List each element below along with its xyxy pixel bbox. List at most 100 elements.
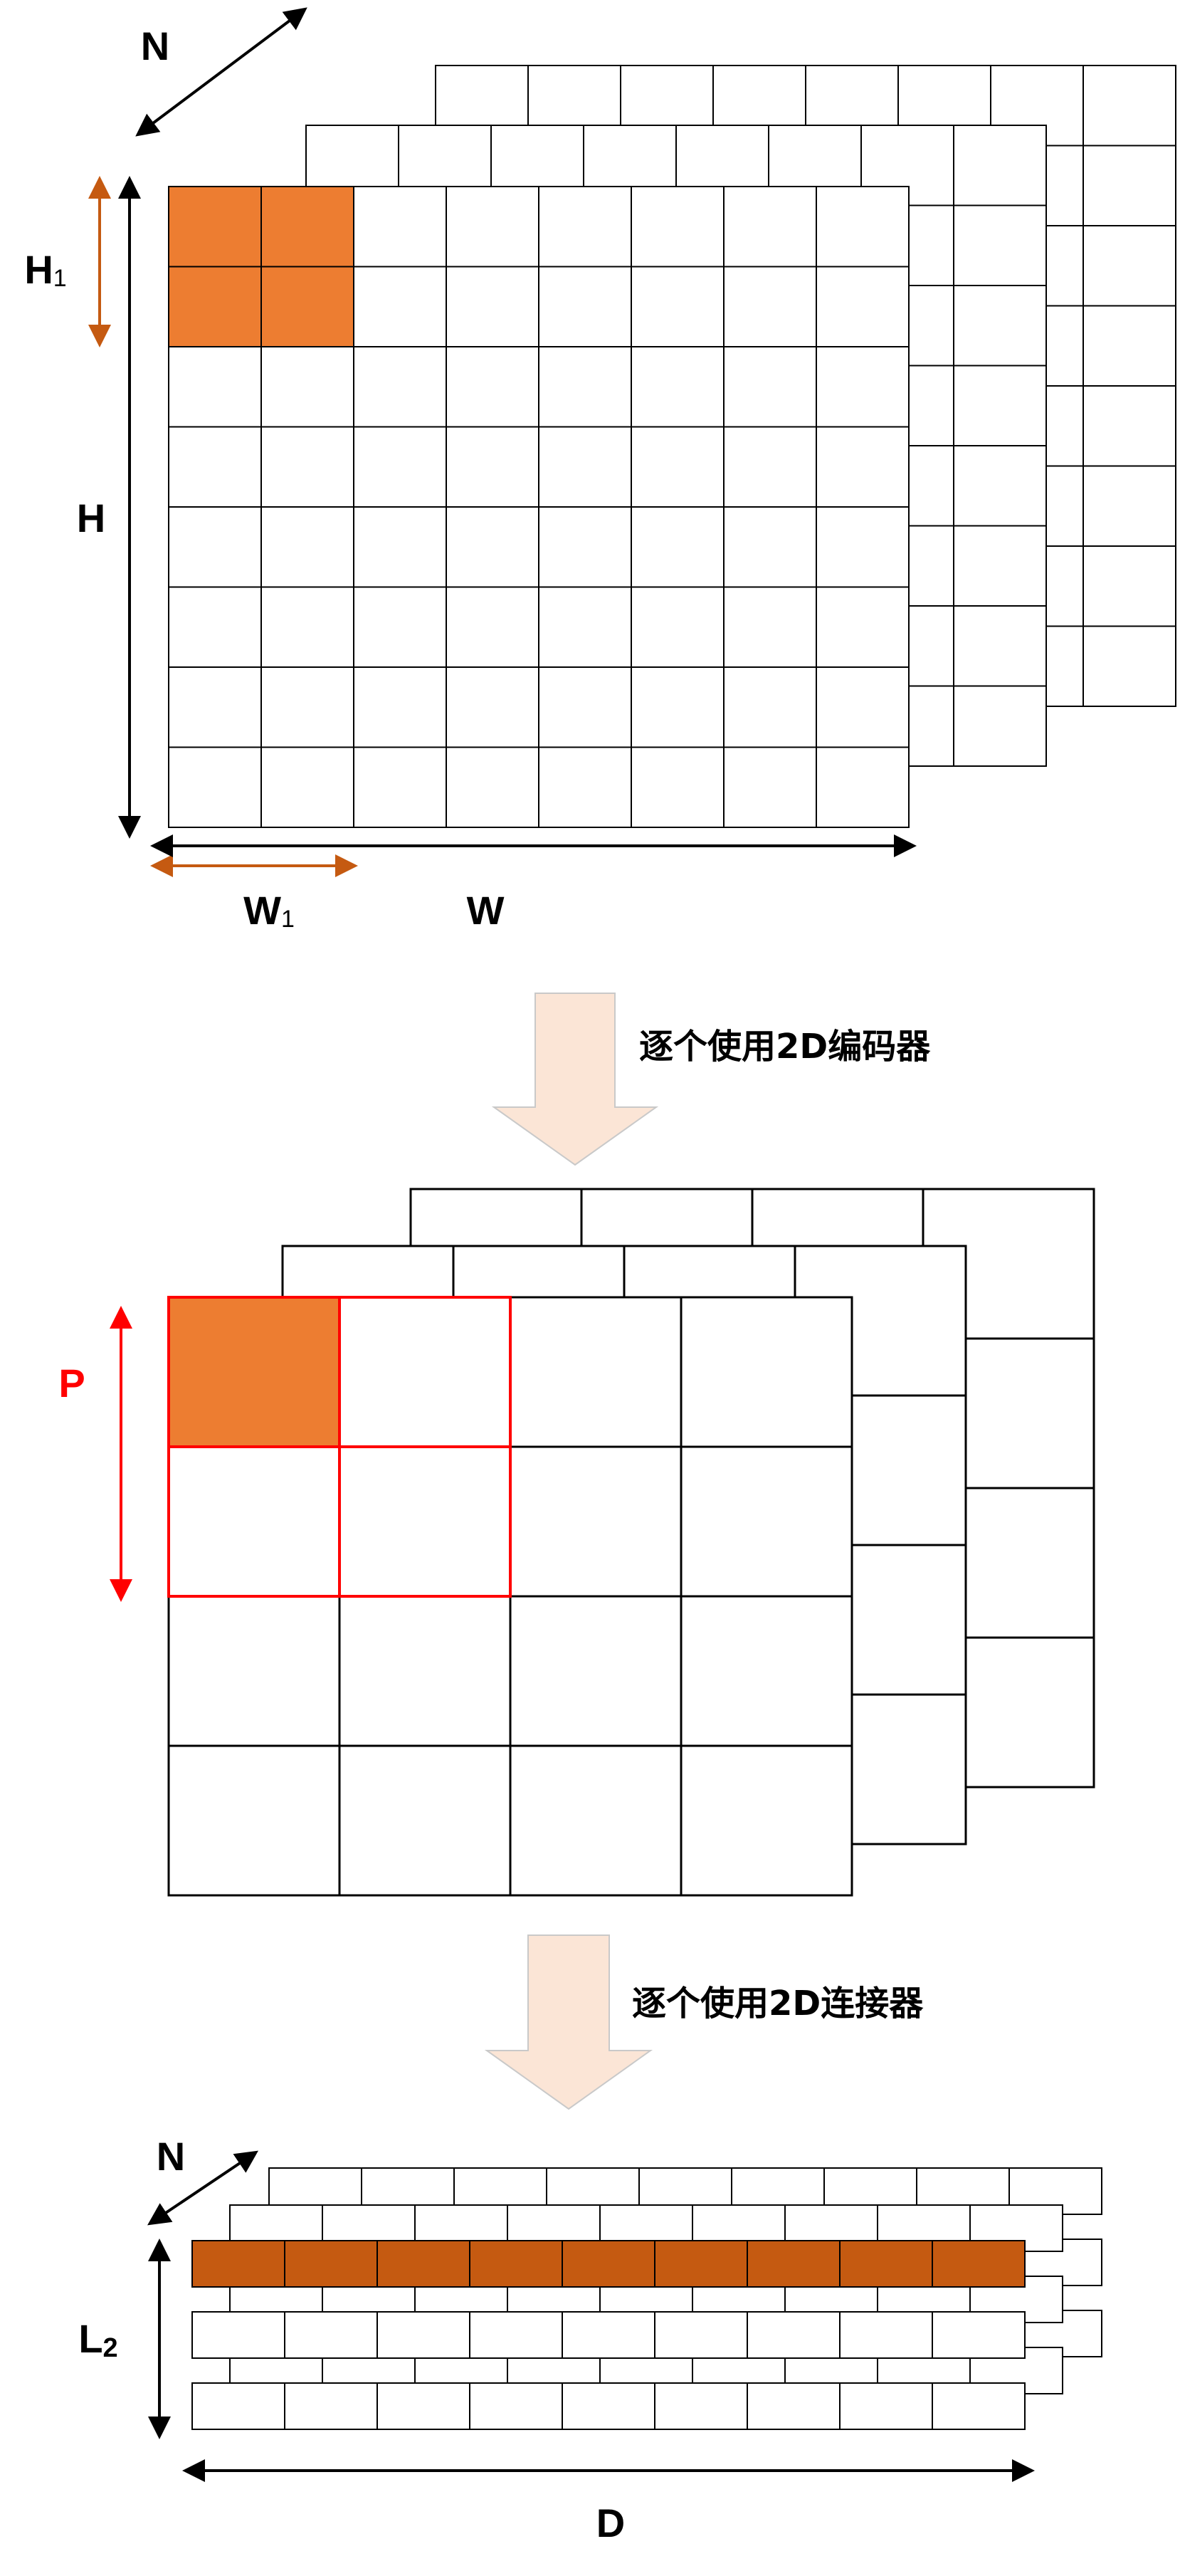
grid-cell (538, 666, 632, 748)
highlighted-cell (260, 186, 354, 268)
token-cell (376, 2382, 470, 2430)
grid-cell (353, 186, 447, 268)
grid-cell (631, 426, 725, 508)
grid-cell (1082, 465, 1176, 547)
token-cell (284, 2311, 378, 2359)
front-layer (167, 1296, 853, 1897)
process-arrow-1 (491, 993, 659, 1166)
grid-cell (1082, 385, 1176, 467)
token-cell (562, 2382, 655, 2430)
token-cell (191, 2311, 285, 2359)
patch-cell (338, 1445, 512, 1598)
grid-cell (680, 1445, 853, 1598)
input-feature-grids (168, 65, 1176, 828)
grid-cell (816, 426, 910, 508)
grid-cell (816, 506, 910, 588)
n-axis-arrow-top (135, 7, 307, 137)
l2-label: L2 (78, 2316, 117, 2363)
grid-cell (260, 506, 354, 588)
grid-cell (446, 346, 539, 428)
highlighted-cell (168, 266, 262, 347)
connected-token-rows (191, 2167, 1102, 2430)
w1-main: W (243, 888, 281, 933)
n-label-bottom: N (157, 2134, 185, 2179)
grid-cell (723, 506, 817, 588)
encoded-patch-grids (167, 1188, 1095, 1897)
grid-cell (260, 426, 354, 508)
grid-cell (509, 1296, 683, 1448)
front-layer (168, 186, 910, 828)
w-label: W (467, 888, 505, 933)
patch-cell (338, 1296, 512, 1448)
grid-cell (1082, 225, 1176, 307)
grid-cell (723, 666, 817, 748)
token-cell (469, 2382, 563, 2430)
grid-cell (631, 506, 725, 588)
grid-cell (953, 685, 1047, 767)
grid-cell (446, 666, 539, 748)
token-cell (654, 2311, 748, 2359)
grid-cell (953, 605, 1047, 687)
highlighted-patch-cell (167, 1296, 341, 1448)
grid-cell (167, 1595, 341, 1747)
grid-cell (816, 266, 910, 347)
step1-label: 逐个使用2D编码器 (639, 1027, 931, 1067)
grid-cell (631, 666, 725, 748)
grid-cell (353, 346, 447, 428)
grid-cell (353, 426, 447, 508)
grid-cell (723, 266, 817, 347)
grid-cell (260, 346, 354, 428)
n-label-top: N (141, 23, 169, 68)
h1-label: H1 (24, 247, 66, 292)
token-cell (839, 2311, 933, 2359)
grid-cell (816, 746, 910, 828)
grid-cell (680, 1595, 853, 1747)
grid-cell (168, 666, 262, 748)
grid-cell (953, 445, 1047, 527)
grid-cell (353, 506, 447, 588)
grid-cell (680, 1296, 853, 1448)
grid-cell (631, 346, 725, 428)
grid-cell (953, 525, 1047, 607)
grid-cell (1082, 145, 1176, 226)
grid-cell (446, 506, 539, 588)
grid-cell (168, 426, 262, 508)
token-cell (747, 2382, 841, 2430)
grid-cell (338, 1744, 512, 1897)
grid-cell (168, 746, 262, 828)
token-cell (191, 2382, 285, 2430)
grid-cell (509, 1744, 683, 1897)
grid-cell (538, 266, 632, 347)
token-cell (747, 2311, 841, 2359)
grid-cell (631, 266, 725, 347)
token-cell (654, 2382, 748, 2430)
token-cell (839, 2382, 933, 2430)
token-cell (562, 2311, 655, 2359)
grid-cell (953, 125, 1047, 206)
grid-cell (446, 746, 539, 828)
h-label: H (77, 496, 105, 540)
grid-cell (338, 1595, 512, 1747)
grid-cell (1082, 305, 1176, 387)
grid-cell (538, 586, 632, 668)
grid-cell (631, 186, 725, 268)
n-axis-arrow-bottom (147, 2150, 258, 2226)
grid-cell (953, 285, 1047, 367)
step2-label: 逐个使用2D连接器 (632, 1984, 924, 2023)
token-cell (284, 2382, 378, 2430)
grid-cell (816, 586, 910, 668)
grid-cell (260, 666, 354, 748)
grid-cell (816, 186, 910, 268)
grid-cell (446, 266, 539, 347)
w1-label: W1 (243, 888, 295, 933)
grid-cell (1082, 65, 1176, 147)
grid-cell (953, 365, 1047, 446)
grid-cell (723, 746, 817, 828)
grid-cell (631, 746, 725, 828)
d-label: D (596, 2501, 625, 2545)
grid-cell (1082, 625, 1176, 707)
token-cell (376, 2311, 470, 2359)
token-cell (932, 2311, 1026, 2359)
highlighted-cell (168, 186, 262, 268)
grid-cell (538, 746, 632, 828)
